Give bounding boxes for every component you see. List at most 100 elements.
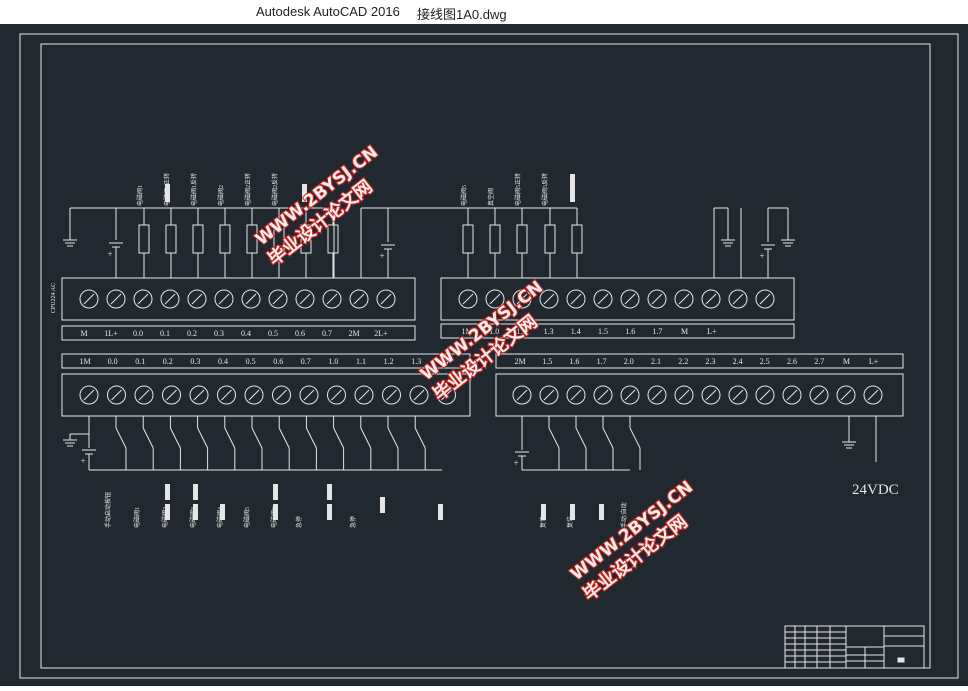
screw-slot [218,293,230,305]
load-resistor [462,224,474,254]
terminal-label: 1M [461,327,472,336]
screw-terminal [755,289,775,309]
screw-terminal [79,289,99,309]
terminal-label-strip [440,323,795,339]
screw-terminal [162,385,181,405]
app-title: Autodesk AutoCAD 2016 [256,4,400,19]
switch-contact [169,427,181,449]
screw-slot [441,389,452,401]
terminal-label: 1M [79,357,90,366]
load-label: 复位 [539,516,547,528]
screw-terminal [189,385,209,405]
terminal-label: 0.0 [133,329,143,338]
switch-contact [575,427,587,449]
screw-terminal [241,289,261,309]
label-marker [327,504,332,520]
terminal-label: 0.6 [295,329,305,338]
screw-terminal [620,289,640,309]
screw-terminal [382,385,401,405]
label-marker [165,484,170,500]
load-label: 复位 [566,516,574,528]
screw-slot [678,389,690,401]
supply-voltage-label: 24VDC [852,482,899,498]
screw-terminal [134,385,154,405]
terminal-label: 0.7 [301,357,311,366]
screw-slot [840,389,852,401]
terminal-label: 0.3 [190,357,200,366]
terminal-label: 2.3 [705,357,715,366]
screw-slot [413,389,425,401]
screw-terminal [268,289,288,309]
screw-slot [732,293,744,305]
load-label: 电磁阀2 [217,185,225,206]
switch-contact [197,427,209,449]
battery-plus-sign: + [107,249,112,259]
screw-terminal [512,385,532,405]
screw-slot [732,389,744,401]
label-marker [541,504,546,520]
screw-slot [759,293,771,305]
screw-slot [597,293,609,305]
terminal-label: 0.2 [163,357,173,366]
label-marker [599,504,604,520]
screw-terminal [701,289,721,309]
load-resistor [571,224,583,254]
screw-terminal [539,385,559,405]
terminal-label: 2.4 [733,357,743,366]
terminal-label: 2.5 [760,357,770,366]
screw-terminal [863,385,883,405]
terminal-label: 1.1 [356,357,366,366]
screw-terminal [620,385,640,405]
terminal-label: 0.1 [160,329,170,338]
terminal-label: 2.2 [678,357,688,366]
screw-slot [331,389,342,401]
label-marker [302,184,307,202]
screw-slot [759,389,771,401]
screw-slot [624,293,636,305]
terminal-label: M [80,329,87,338]
load-resistor [165,224,177,254]
terminal-label: 1L+ [104,329,118,338]
screw-terminal [512,289,532,309]
screw-slot [651,293,663,305]
terminal-label: L+ [869,357,879,366]
load-label: 电磁阀1 [133,507,141,528]
screw-terminal [782,385,802,405]
screw-terminal [755,385,775,405]
load-label: 手动/自动 [620,502,628,528]
load-label: 电磁阀1 [136,185,144,206]
label-marker [165,504,170,520]
screw-slot [358,389,370,401]
screw-terminal [809,385,829,405]
terminal-label: 1.6 [569,357,579,366]
terminal-block [440,277,795,321]
screw-slot [353,293,365,305]
screw-terminal [217,385,236,405]
screw-slot [193,389,205,401]
screw-terminal [327,385,346,405]
load-resistor [192,224,204,254]
window-title-bar: Autodesk AutoCAD 2016 接线图1A0.dwg [0,0,968,24]
battery-plus-sign: + [759,251,764,261]
terminal-label: 0.4 [241,329,251,338]
screw-slot [245,293,257,305]
screw-terminal [674,385,694,405]
terminal-label: 0.4 [218,357,228,366]
screw-slot [867,389,879,401]
screw-slot [299,293,311,305]
terminal-label: 1.3 [411,357,421,366]
screw-slot [786,389,798,401]
load-label: 电磁阀5正转 [514,173,522,206]
switch-contact [142,427,154,449]
terminal-block [61,373,471,417]
terminal-label-strip [61,353,471,369]
label-marker [273,484,278,500]
file-name: 接线图1A0.dwg [417,7,507,22]
battery-plus-sign: + [513,458,518,468]
screw-slot [248,389,260,401]
screw-terminal [107,385,126,405]
